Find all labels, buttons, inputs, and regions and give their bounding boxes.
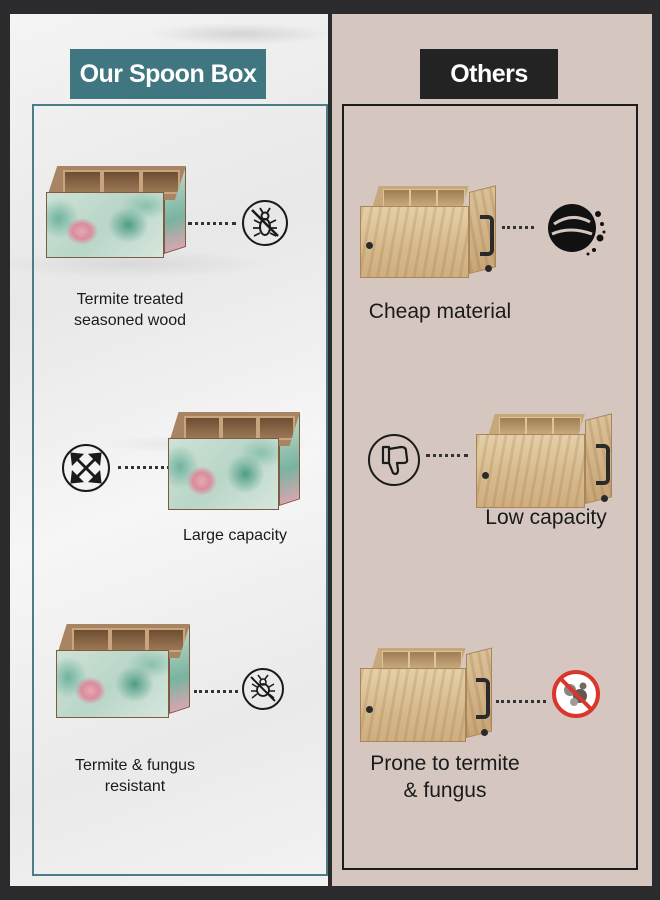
our-spoon-box-panel: Our Spoon Box Termite treated seasoned w…: [10, 14, 328, 886]
broken-splatter-icon: [540, 194, 610, 264]
our-spoon-box-title: Our Spoon Box: [70, 49, 266, 99]
wooden-box-image: [476, 413, 612, 508]
termite-fungus-resistant-caption: Termite & fungus resistant: [74, 757, 196, 795]
fungus-prohibited-icon: [550, 668, 602, 720]
wooden-box-image: [360, 185, 496, 278]
termite-treated-caption: Termite treated seasoned wood: [73, 291, 187, 329]
large-capacity-caption: Large capacity: [182, 527, 288, 544]
prone-to-termite-caption: Prone to termite & fungus: [370, 752, 520, 803]
low-capacity-caption: Low capacity: [485, 506, 607, 529]
floral-spoon-box-image: [168, 412, 300, 510]
dotted-connector: [194, 690, 238, 693]
bug-crossed-icon: [242, 668, 284, 710]
others-panel: Others Cheap material L: [332, 14, 652, 886]
right-frame: [342, 104, 638, 870]
left-frame: [32, 104, 328, 876]
expand-arrows-icon: [62, 444, 110, 492]
thumbs-down-icon: [368, 434, 420, 486]
cheap-material-caption: Cheap material: [368, 300, 512, 323]
others-title: Others: [420, 49, 558, 99]
dotted-connector: [496, 700, 546, 703]
termite-crossed-icon: [242, 200, 288, 246]
dotted-connector: [118, 466, 170, 469]
dotted-connector: [188, 222, 236, 225]
wooden-box-image: [360, 647, 492, 742]
dotted-connector: [502, 226, 534, 229]
floral-spoon-box-image: [46, 166, 186, 258]
dotted-connector: [426, 454, 468, 457]
floral-spoon-box-image: [56, 624, 190, 718]
